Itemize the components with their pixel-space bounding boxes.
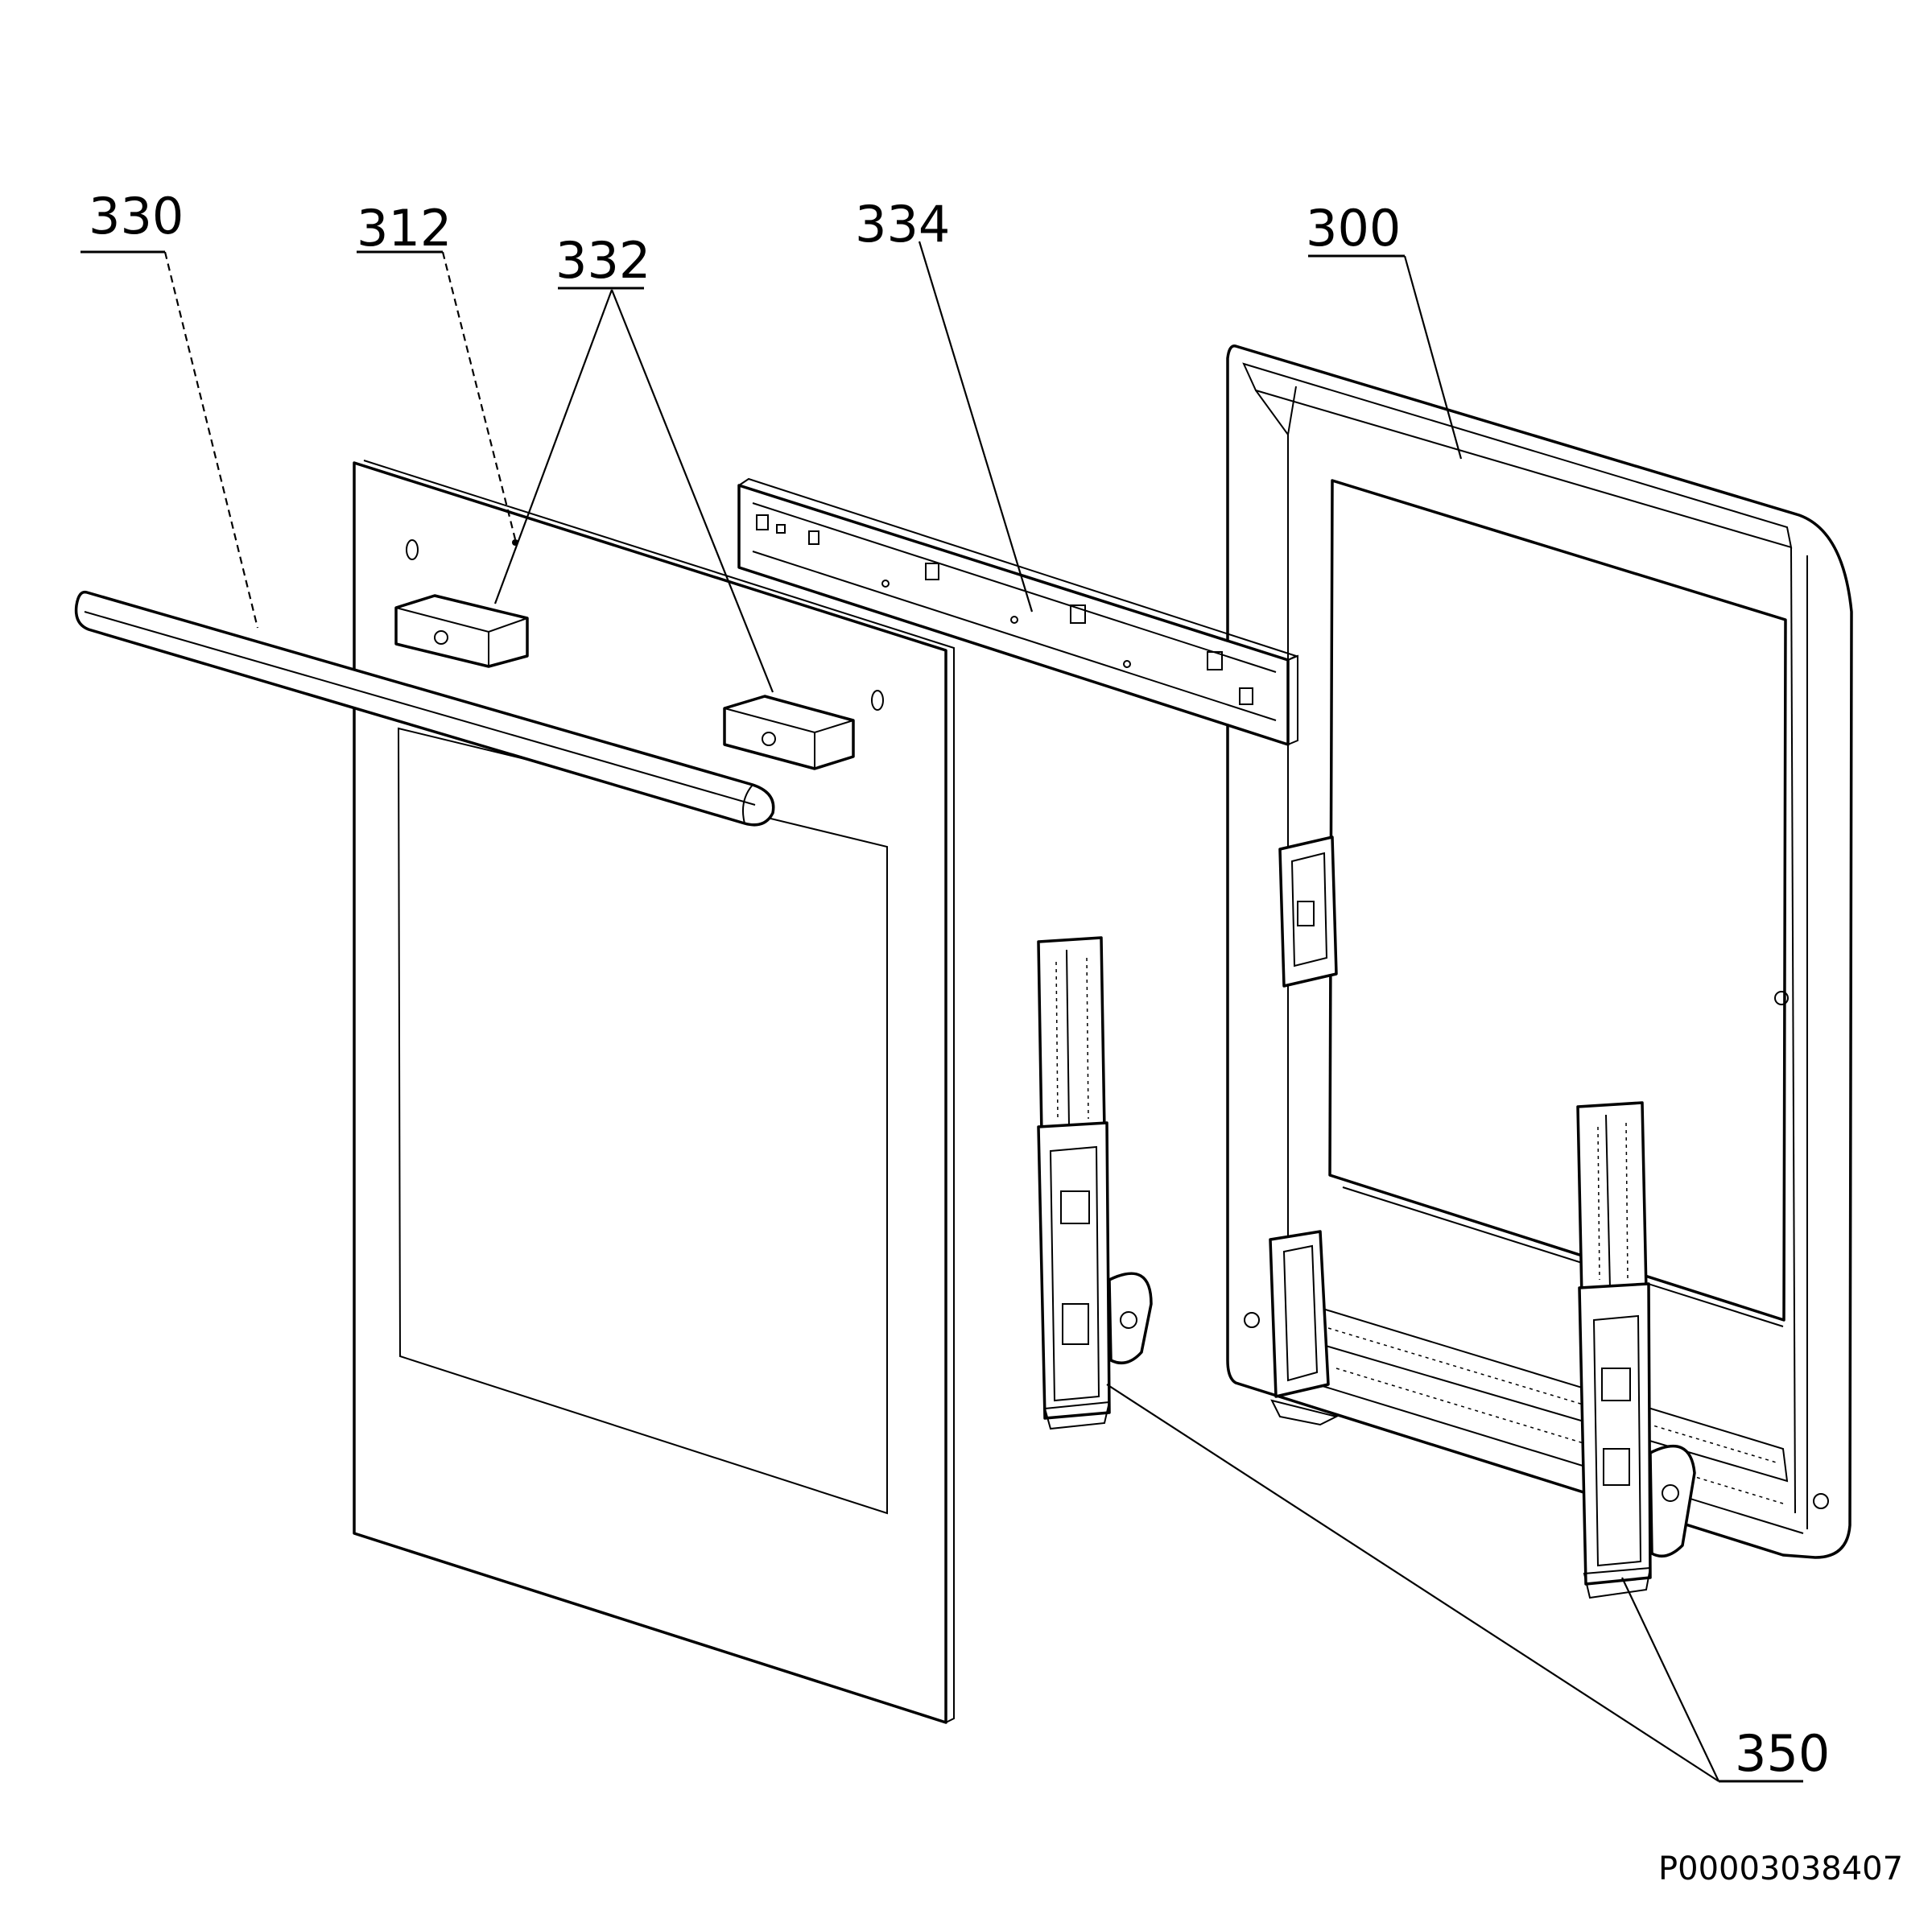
outer-glass-panel: [353, 460, 955, 1724]
handle-spacer-left: [394, 594, 529, 668]
document-code: P00003038407: [1658, 1850, 1903, 1887]
callout-332: 332: [555, 231, 650, 290]
top-profile-bracket: [737, 477, 1298, 746]
leader-lines: [80, 241, 1803, 1783]
callout-350: 350: [1735, 1724, 1830, 1783]
callout-334: 334: [855, 195, 950, 254]
callout-330: 330: [89, 187, 184, 245]
door-handle: [74, 590, 775, 827]
hinge-left: [1037, 936, 1153, 1430]
callout-312: 312: [357, 199, 452, 258]
handle-spacer-right: [723, 695, 855, 770]
callout-300: 300: [1306, 199, 1401, 258]
inner-door-frame: [1226, 344, 1853, 1559]
hinge-right: [1576, 1101, 1696, 1599]
